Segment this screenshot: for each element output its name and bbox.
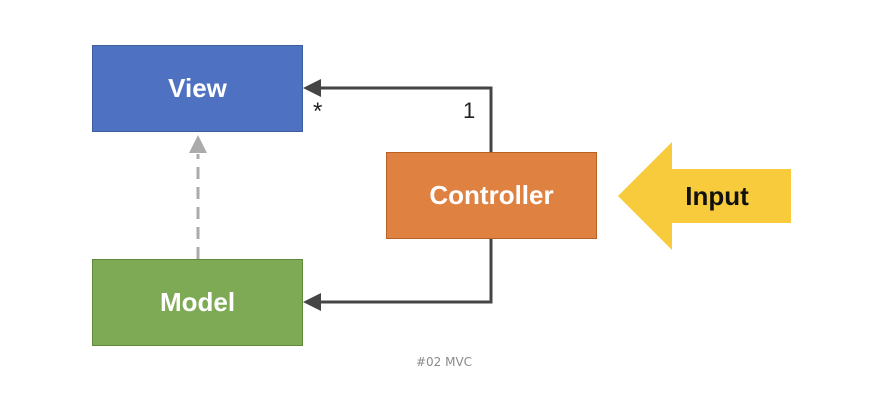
input-label: Input — [685, 180, 749, 211]
controller-box: Controller — [386, 152, 597, 239]
view-multiplicity: * — [313, 98, 323, 125]
view-box: View — [92, 45, 303, 132]
controller-multiplicity: 1 — [463, 98, 476, 123]
model-label: Model — [159, 287, 236, 317]
input-block-arrow — [618, 142, 791, 250]
dashed-arrowhead — [189, 135, 207, 153]
view-arrowhead — [303, 79, 321, 97]
model-arrowhead — [303, 293, 321, 311]
view-label: View — [168, 73, 227, 103]
controller-label: Controller — [429, 180, 554, 210]
controller-to-view-connector — [318, 86, 493, 152]
caption: #02 MVC — [415, 355, 473, 369]
model-box: Model — [92, 259, 303, 346]
controller-to-model-connector — [318, 239, 493, 304]
